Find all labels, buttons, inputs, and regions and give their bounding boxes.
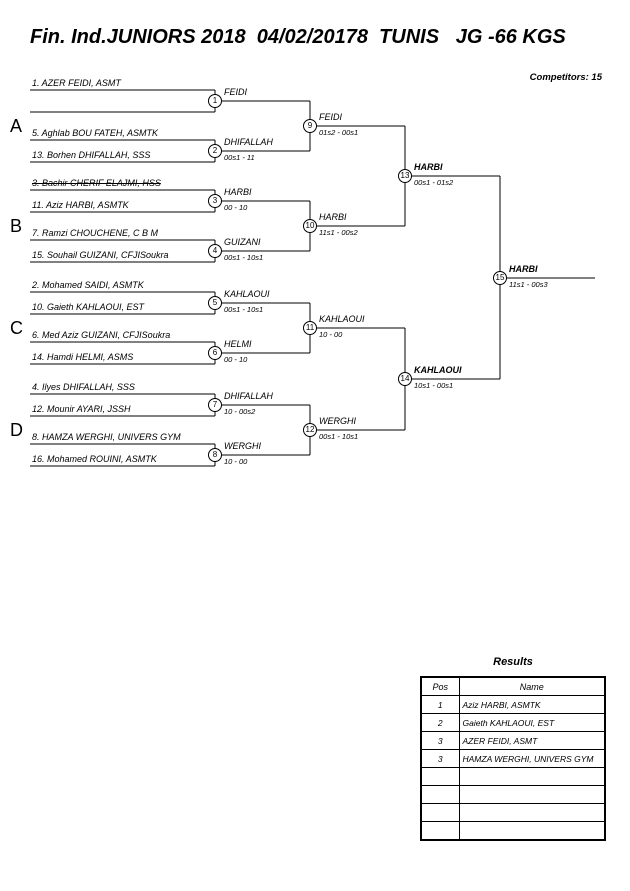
result-name: AZER FEIDI, ASMT (458, 731, 606, 750)
entry-name: 4. Ilyes DHIFALLAH, SSS (32, 382, 135, 392)
winner-name: HARBI (224, 187, 252, 197)
winner-name: KAHLAOUI (414, 365, 462, 375)
group-label-c: C (10, 318, 23, 338)
match-score: 10 - 00 (224, 457, 248, 466)
entry-name: 2. Mohamed SAIDI, ASMTK (32, 280, 144, 290)
entry-name: 1. AZER FEIDI, ASMT (32, 78, 121, 88)
winner-name: WERGHI (224, 441, 261, 451)
match-number: 2 (208, 144, 222, 158)
entry-name: 7. Ramzi CHOUCHENE, C B M (32, 228, 159, 238)
result-pos: 3 (420, 749, 460, 768)
match-number: 7 (208, 398, 222, 412)
winner-name: HARBI (414, 162, 443, 172)
winner-name: FEIDI (319, 112, 343, 122)
match-number: 5 (208, 296, 222, 310)
competitors-count: Competitors: 15 (529, 72, 602, 83)
winner-name: WERGHI (319, 416, 356, 426)
winner-name: KAHLAOUI (224, 289, 270, 299)
results-col-name: Name (458, 676, 606, 696)
winner-name: FEIDI (224, 87, 248, 97)
entry-name: 10. Gaieth KAHLAOUI, EST (32, 302, 145, 312)
results-empty-row (420, 821, 606, 841)
winner-name: DHIFALLAH (224, 137, 273, 147)
entry-name: 11. Aziz HARBI, ASMTK (32, 200, 129, 210)
match-score: 00 - 10 (224, 355, 248, 364)
results-empty-row (420, 803, 606, 822)
winner-name: HELMI (224, 339, 252, 349)
group-label-b: B (10, 216, 23, 236)
result-name: Gaieth KAHLAOUI, EST (458, 713, 606, 732)
results-title: Results (493, 656, 533, 668)
match-number: 4 (208, 244, 222, 258)
match-score: 10s1 - 00s1 (414, 381, 454, 390)
results-empty-row (420, 785, 606, 804)
entry-name: 15. Souhail GUIZANI, CFJISoukra (32, 250, 169, 260)
results-row: 1 Aziz HARBI, ASMTK (420, 695, 606, 714)
match-number: 10 (303, 219, 317, 233)
result-name: HAMZA WERGHI, UNIVERS GYM (458, 749, 606, 768)
match-number: 8 (208, 448, 222, 462)
entry-name: 16. Mohamed ROUINI, ASMTK (32, 454, 157, 464)
match-score: 00 - 10 (224, 203, 248, 212)
match-score: 00s1 - 10s1 (224, 253, 264, 262)
group-label-a: A (10, 116, 23, 136)
group-label-d: D (10, 420, 23, 440)
match-number: 6 (208, 346, 222, 360)
result-name: Aziz HARBI, ASMTK (458, 695, 606, 714)
results-table: Pos Name 1 Aziz HARBI, ASMTK 2 Gaieth KA… (420, 676, 606, 841)
match-score: 10 - 00s2 (224, 407, 256, 416)
winner-name: KAHLAOUI (319, 314, 365, 324)
match-number: 1 (208, 94, 222, 108)
entry-name: 8. HAMZA WERGHI, UNIVERS GYM (32, 432, 181, 442)
entry-name: 12. Mounir AYARI, JSSH (32, 404, 131, 414)
match-score: 01s2 - 00s1 (319, 128, 359, 137)
results-header-row: Pos Name (420, 676, 606, 696)
entry-name: 13. Borhen DHIFALLAH, SSS (32, 150, 151, 160)
results-row: 3 HAMZA WERGHI, UNIVERS GYM (420, 749, 606, 768)
match-score: 11s1 - 00s3 (509, 280, 548, 289)
winner-name: HARBI (509, 264, 538, 274)
match-number: 11 (303, 321, 317, 335)
results-empty-row (420, 767, 606, 786)
result-pos: 3 (420, 731, 460, 750)
result-pos: 2 (420, 713, 460, 732)
match-number: 9 (303, 119, 317, 133)
match-number: 15 (493, 271, 507, 285)
match-number: 12 (303, 423, 317, 437)
match-number: 13 (398, 169, 412, 183)
page-title: Fin. Ind.JUNIORS 2018 04/02/20178 TUNIS … (30, 26, 566, 48)
entry-name: 3. Bachir CHERIF ELAJMI, HSS (32, 178, 161, 188)
entry-name: 14. Hamdi HELMI, ASMS (32, 352, 134, 362)
results-col-pos: Pos (420, 676, 460, 696)
entry-name: 6. Med Aziz GUIZANI, CFJISoukra (32, 330, 171, 340)
match-score: 00s1 - 10s1 (319, 432, 359, 441)
match-score: 11s1 - 00s2 (319, 228, 358, 237)
match-score: 00s1 - 01s2 (414, 178, 454, 187)
match-number: 3 (208, 194, 222, 208)
match-score: 00s1 - 10s1 (224, 305, 264, 314)
match-score: 00s1 - 11 (224, 153, 255, 162)
entry-name: 5. Aghlab BOU FATEH, ASMTK (32, 128, 159, 138)
match-score: 10 - 00 (319, 330, 343, 339)
winner-name: GUIZANI (224, 237, 261, 247)
result-pos: 1 (420, 695, 460, 714)
winner-name: HARBI (319, 212, 347, 222)
results-row: 3 AZER FEIDI, ASMT (420, 731, 606, 750)
match-number: 14 (398, 372, 412, 386)
results-row: 2 Gaieth KAHLAOUI, EST (420, 713, 606, 732)
winner-name: DHIFALLAH (224, 391, 273, 401)
